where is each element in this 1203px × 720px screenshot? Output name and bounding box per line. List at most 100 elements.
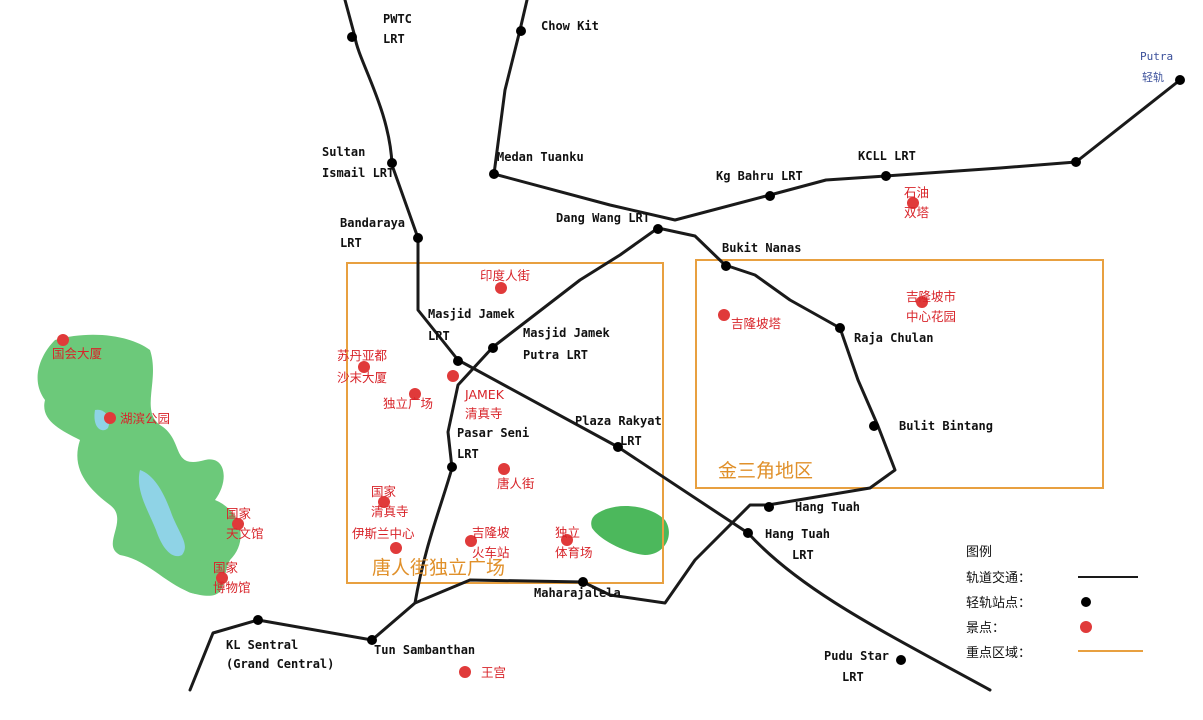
station-label-chow-kit[interactable]: Chow Kit [541,19,599,33]
attraction-label-sultan-abdul-samad[interactable]: 苏丹亚都沙末大厦 [337,348,388,385]
station-dots [253,26,1185,665]
station-dot[interactable] [835,323,845,333]
attraction-dot[interactable] [498,463,510,475]
chinatown-zone-border [346,262,664,584]
station-label-medan-tuanku[interactable]: Medan Tuanku [497,150,584,164]
station-label-hang-tuah[interactable]: Hang Tuah [795,500,860,514]
legend-station-swatch [1081,597,1091,607]
attraction-dot[interactable] [390,542,402,554]
station-dot[interactable] [387,158,397,168]
attraction-dot[interactable] [409,388,421,400]
attraction-dot[interactable] [232,518,244,530]
attraction-label-kl-tower[interactable]: 吉隆坡塔 [731,316,782,331]
station-dot[interactable] [896,655,906,665]
attraction-dot[interactable] [57,334,69,346]
station-label-kg-bahru[interactable]: Kg Bahru LRT [716,169,803,183]
station-dot[interactable] [367,635,377,645]
attraction-label-india-street[interactable]: 印度人街 [480,268,530,283]
attraction-dot[interactable] [216,572,228,584]
legend-zone-label: 重点区域： [966,645,1031,661]
stadium-park [591,505,669,555]
rail-line-monorail [492,0,1182,222]
legend-rail-label: 轨道交通： [966,570,1031,586]
attraction-dot[interactable] [358,361,370,373]
station-dot[interactable] [881,171,891,181]
attraction-label-parliament[interactable]: 国会大厦 [52,346,102,361]
station-dot[interactable] [869,421,879,431]
attraction-label-palace[interactable]: 王宫 [481,665,506,680]
station-label-dang-wang[interactable]: Dang Wang LRT [556,211,650,225]
attraction-dot[interactable] [916,296,928,308]
station-dot[interactable] [653,224,663,234]
station-dot[interactable] [453,356,463,366]
station-dot[interactable] [578,577,588,587]
attraction-label-stadium[interactable]: 独立体育场 [555,525,593,560]
attraction-dot[interactable] [561,534,573,546]
station-dot[interactable] [347,32,357,42]
attraction-label-national-mosque[interactable]: 国家清真寺 [371,484,409,519]
attraction-label-islamic-centre[interactable]: 伊斯兰中心 [352,526,415,541]
station-label-kcll[interactable]: KCLL LRT [858,149,916,163]
station-dot[interactable] [765,191,775,201]
rail-line-putra [188,226,897,692]
attraction-label-chinatown[interactable]: 唐人街 [497,476,535,491]
legend-attraction-swatch [1080,621,1092,633]
station-label-bukit-nanas[interactable]: Bukit Nanas [722,241,801,255]
attraction-label-railway-station[interactable]: 吉隆坡火车站 [472,525,510,560]
attraction-dots [57,197,928,678]
station-label-maharajalela[interactable]: Maharajalela [534,586,621,600]
station-dot[interactable] [1071,157,1081,167]
legend: 图例 轨道交通： 轻轨站点： 景点： 重点区域： [966,545,1143,661]
attraction-dot[interactable] [718,309,730,321]
attraction-dot[interactable] [495,282,507,294]
attraction-label-lake-gardens[interactable]: 湖滨公园 [120,411,170,426]
attraction-label-planetarium[interactable]: 国家天文馆 [226,506,264,541]
station-dot[interactable] [764,502,774,512]
station-dot[interactable] [413,233,423,243]
attraction-dot[interactable] [378,496,390,508]
station-dot[interactable] [721,261,731,271]
attraction-label-merdeka-square[interactable]: 独立广场 [383,396,433,411]
station-label-kl-sentral[interactable]: KL Sentral(Grand Central) [226,638,334,671]
legend-station-label: 轻轨站点： [966,596,1031,611]
station-dot[interactable] [488,343,498,353]
station-dot[interactable] [743,528,753,538]
station-dot[interactable] [489,169,499,179]
attraction-label-petronas[interactable]: 石油双塔 [904,185,930,220]
attraction-dot[interactable] [104,412,116,424]
station-dot[interactable] [447,462,457,472]
attraction-dot[interactable] [907,197,919,209]
legend-attraction-label: 景点： [966,621,1005,636]
station-label-raja-chulan[interactable]: Raja Chulan [854,331,933,345]
attraction-dot[interactable] [465,535,477,547]
zone-label-golden-triangle: 金三角地区 [718,460,813,482]
station-dot[interactable] [613,442,623,452]
attraction-dot[interactable] [447,370,459,382]
rail-line-ampang [343,0,992,692]
zone-label-chinatown: 唐人街独立广场 [372,557,505,579]
attraction-label-museum[interactable]: 国家博物馆 [213,560,251,595]
legend-title: 图例 [966,545,992,560]
station-dot[interactable] [253,615,263,625]
station-dot[interactable] [1175,75,1185,85]
attraction-dot[interactable] [459,666,471,678]
attraction-label-klcc-park[interactable]: 吉隆坡市中心花园 [906,289,956,324]
station-label-bukit-bintang[interactable]: Bulit Bintang [899,419,993,433]
rail-lines [188,0,1182,692]
station-dot[interactable] [516,26,526,36]
lake-gardens-park [37,334,241,596]
station-label-tun-sambanthan[interactable]: Tun Sambanthan [374,643,475,657]
